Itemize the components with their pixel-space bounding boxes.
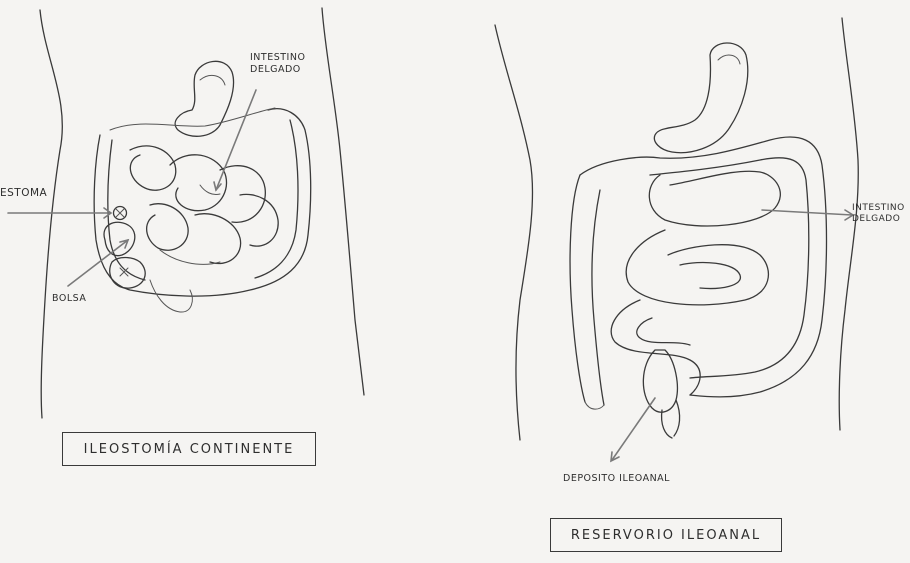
caption-reservorio-ileoanal: RESERVORIO ILEOANAL [550,518,782,552]
left-stoma [114,207,127,220]
caption-ileostomia-continente-text: ILEOSTOMÍA CONTINENTE [84,442,295,457]
caption-reservorio-ileoanal-text: RESERVORIO ILEOANAL [571,528,761,543]
label-bolsa: BOLSA [52,294,86,304]
caption-ileostomia-continente: ILEOSTOMÍA CONTINENTE [62,432,316,466]
label-estoma: ESTOMA [0,188,47,199]
label-intestino-delgado-left-wrap: INTESTINO DELGADO [250,52,320,76]
right-stomach [654,43,747,153]
right-arrows [611,210,853,461]
label-intestino-delgado-left: INTESTINO DELGADO [250,52,320,76]
left-small-intestine [130,146,278,264]
right-reservoir [643,350,679,438]
right-small-intestine [611,171,780,395]
left-stomach [175,61,233,136]
label-intestino-delgado-right-wrap: INTESTINO DELGADO [852,203,910,226]
label-deposito-ileoanal: DEPOSITO ILEOANAL [563,474,670,484]
label-intestino-delgado-right: INTESTINO DELGADO [852,203,910,226]
